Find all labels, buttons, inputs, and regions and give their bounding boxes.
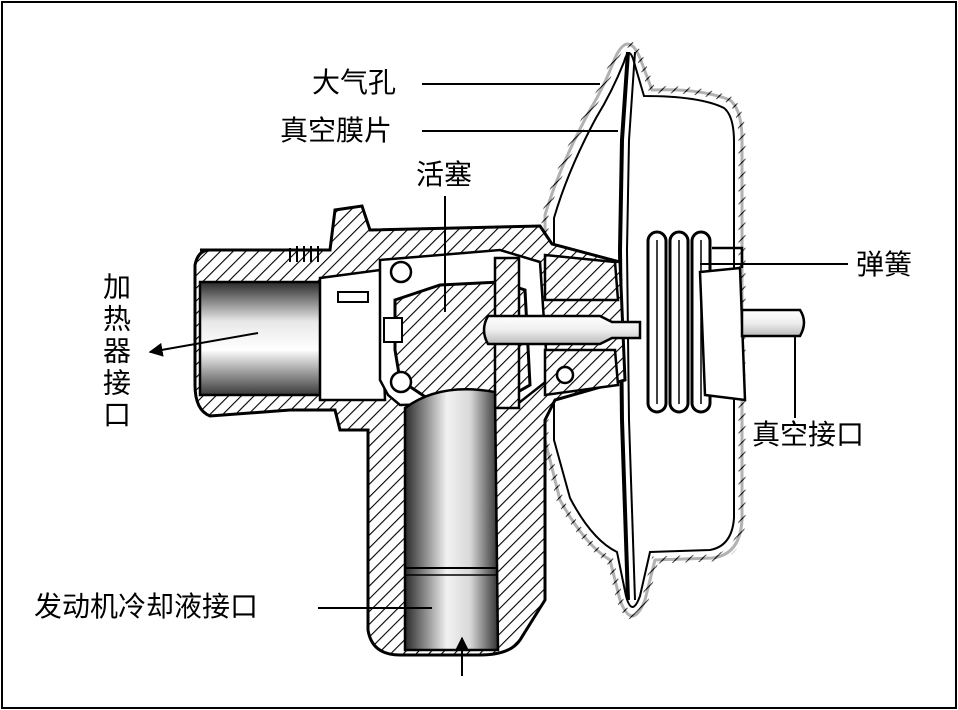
coolant-port-bore <box>403 387 500 652</box>
leader-heater-port <box>148 332 259 357</box>
spring <box>646 230 712 414</box>
label-vacuum-diaphragm: 真空膜片 <box>280 114 393 147</box>
label-heater-port: 加热器接口 <box>99 272 132 432</box>
vacuum-diaphragm <box>617 51 630 601</box>
heater-port-bore <box>198 280 327 397</box>
vacuum-port-tube <box>740 308 806 338</box>
label-vacuum-port: 真空接口 <box>752 418 865 451</box>
label-piston: 活塞 <box>416 158 473 191</box>
label-air-hole: 大气孔 <box>312 66 397 99</box>
label-engine-coolant-port: 发动机冷却液接口 <box>34 590 259 623</box>
label-spring: 弹簧 <box>856 248 913 281</box>
piston-rod <box>482 314 642 346</box>
